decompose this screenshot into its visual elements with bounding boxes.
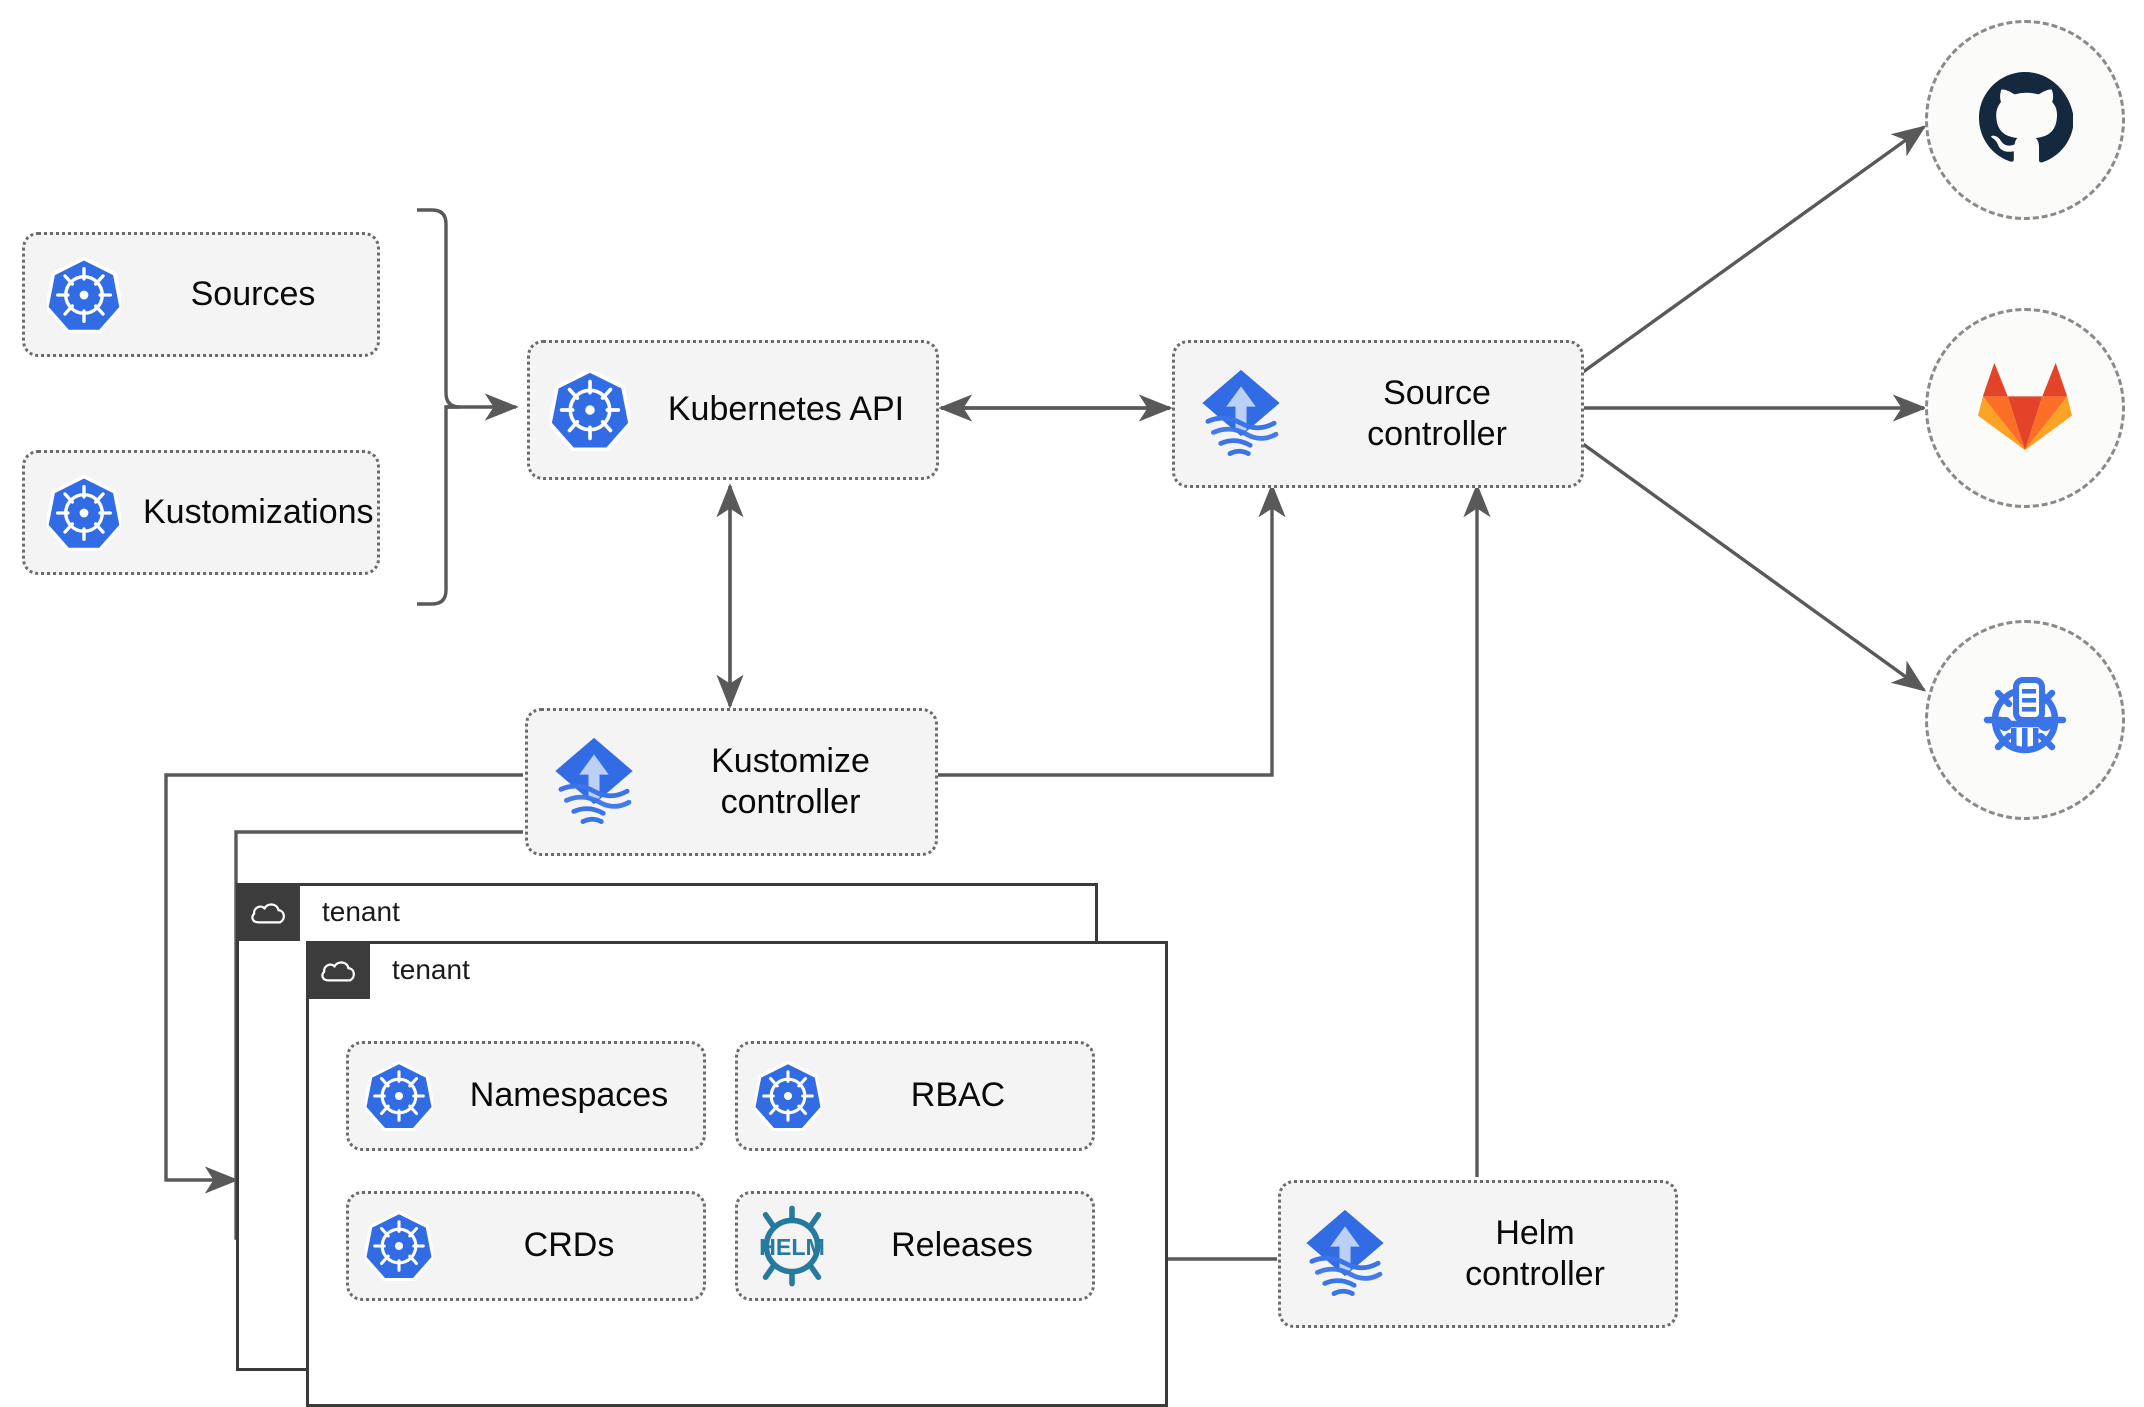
node-label: Kustomize controller xyxy=(711,741,870,821)
node-label: Helm controller xyxy=(1465,1213,1605,1293)
node-namespaces[interactable]: Namespaces xyxy=(346,1041,706,1151)
provider-github[interactable] xyxy=(1925,20,2125,220)
node-label: Kubernetes API xyxy=(667,390,905,429)
node-label: RBAC xyxy=(910,1076,1006,1115)
flux-icon xyxy=(528,734,660,830)
node-label: Sources xyxy=(190,274,316,313)
node-source-controller[interactable]: Source controller xyxy=(1172,340,1584,488)
bucket-icon xyxy=(1975,668,2075,773)
node-label: Releases xyxy=(891,1226,1033,1265)
provider-bucket[interactable] xyxy=(1925,620,2125,820)
cloud-icon xyxy=(306,941,370,999)
kubernetes-icon xyxy=(738,1061,838,1131)
node-sources[interactable]: Sources xyxy=(22,232,380,357)
flux-icon xyxy=(1281,1206,1409,1302)
node-releases[interactable]: HELM Releases xyxy=(735,1191,1095,1301)
gitlab-icon xyxy=(1977,360,2073,457)
node-helm-controller[interactable]: Helm controller xyxy=(1278,1180,1678,1328)
node-label: Namespaces xyxy=(469,1076,669,1115)
kubernetes-icon xyxy=(349,1211,449,1281)
flux-icon xyxy=(1175,366,1307,462)
provider-gitlab[interactable] xyxy=(1925,308,2125,508)
tenant-window-front[interactable]: tenant Namespaces xyxy=(306,941,1168,1407)
tenant-label: tenant xyxy=(322,896,400,927)
kubernetes-icon xyxy=(25,256,143,333)
node-kustomize-controller[interactable]: Kustomize controller xyxy=(525,708,938,856)
tenant-titlebar: tenant xyxy=(306,941,470,999)
node-label: Kustomizations xyxy=(143,492,374,531)
tenant-titlebar: tenant xyxy=(236,883,400,941)
cloud-icon xyxy=(236,883,300,941)
node-label: Source controller xyxy=(1367,373,1507,453)
kubernetes-icon xyxy=(25,474,143,551)
helm-wordmark: HELM xyxy=(759,1234,825,1260)
node-kubernetes-api[interactable]: Kubernetes API xyxy=(527,340,939,480)
kubernetes-icon xyxy=(530,369,650,451)
node-label: CRDs xyxy=(523,1226,615,1265)
node-crds[interactable]: CRDs xyxy=(346,1191,706,1301)
github-icon xyxy=(1977,70,2074,171)
tenant-label: tenant xyxy=(392,954,470,985)
node-rbac[interactable]: RBAC xyxy=(735,1041,1095,1151)
helm-icon: HELM xyxy=(738,1203,846,1289)
node-kustomizations[interactable]: Kustomizations xyxy=(22,450,380,575)
kubernetes-icon xyxy=(349,1061,449,1131)
